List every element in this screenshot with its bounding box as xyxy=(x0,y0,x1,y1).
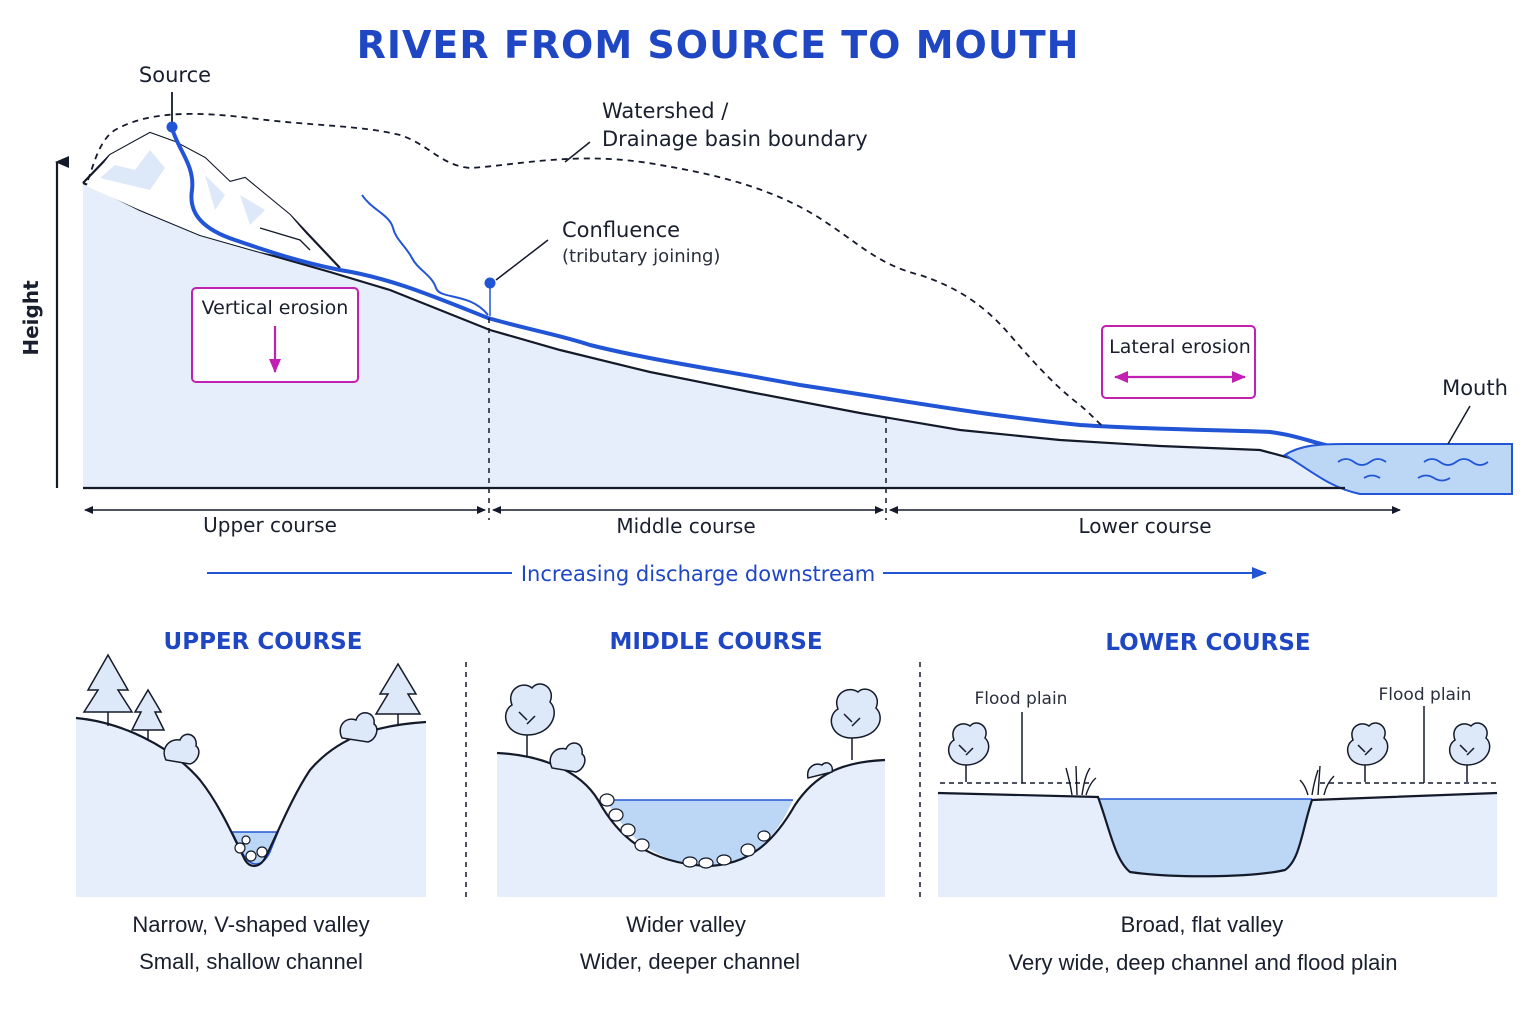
middle-valley-land xyxy=(497,753,885,897)
upper-valley-land xyxy=(76,718,426,897)
sea xyxy=(1283,443,1513,495)
middle-course-title: MIDDLE COURSE xyxy=(609,629,822,655)
lower-valley-outline xyxy=(937,791,1498,878)
mouth-label: Mouth xyxy=(1442,376,1508,400)
lower-valley-land xyxy=(938,793,1497,897)
vertical-erosion-label: Vertical erosion xyxy=(202,297,349,319)
middle-caption-line2: Wider, deeper channel xyxy=(580,949,800,974)
lower-caption-line2: Very wide, deep channel and flood plain xyxy=(1009,950,1398,975)
lower-caption-line1: Broad, flat valley xyxy=(1121,912,1284,937)
tributary xyxy=(361,194,489,316)
middle-course-section: MIDDLE COURSE Wider valley Wider, deeper… xyxy=(496,629,886,974)
upper-course-label: Upper course xyxy=(203,513,337,537)
diagram-title: RIVER FROM SOURCE TO MOUTH xyxy=(357,23,1080,67)
bush-icon xyxy=(549,742,834,779)
watershed-boundary xyxy=(87,112,1103,426)
upper-caption-line1: Narrow, V-shaped valley xyxy=(132,912,369,937)
discharge-label: Increasing discharge downstream xyxy=(521,562,875,586)
pine-tree-icon xyxy=(82,653,422,740)
bush-icon xyxy=(163,712,378,765)
confluence-sublabel: (tributary joining) xyxy=(562,246,720,267)
lower-course-section: LOWER COURSE Flood plain Flood plain Bro… xyxy=(937,630,1498,975)
upper-course-title: UPPER COURSE xyxy=(164,629,363,655)
middle-caption-line1: Wider valley xyxy=(626,912,746,937)
long-profile: Height Watershed / Drainage basin bounda… xyxy=(19,63,1513,586)
source-point xyxy=(166,121,178,133)
height-axis-label: Height xyxy=(19,280,43,356)
lateral-erosion-label: Lateral erosion xyxy=(1109,336,1251,358)
source-label: Source xyxy=(139,63,211,87)
flood-plain-left-label: Flood plain xyxy=(975,689,1068,709)
middle-course-label: Middle course xyxy=(616,514,755,538)
land-profile xyxy=(83,183,1345,488)
flood-plain-right-label: Flood plain xyxy=(1379,685,1472,705)
lower-course-title: LOWER COURSE xyxy=(1105,630,1310,656)
confluence-label: Confluence xyxy=(562,218,680,242)
river-course xyxy=(170,126,1332,448)
watershed-label-line2: Drainage basin boundary xyxy=(602,127,868,151)
lower-course-label: Lower course xyxy=(1078,514,1211,538)
upper-caption-line2: Small, shallow channel xyxy=(139,949,363,974)
tree-icon xyxy=(504,683,881,760)
tree-icon xyxy=(947,722,1491,782)
watershed-label-line1: Watershed / xyxy=(602,99,729,123)
upper-course-section: UPPER COURSE Narrow, V-shaped valley Sma… xyxy=(75,629,427,974)
reeds-icon xyxy=(1065,765,1335,796)
